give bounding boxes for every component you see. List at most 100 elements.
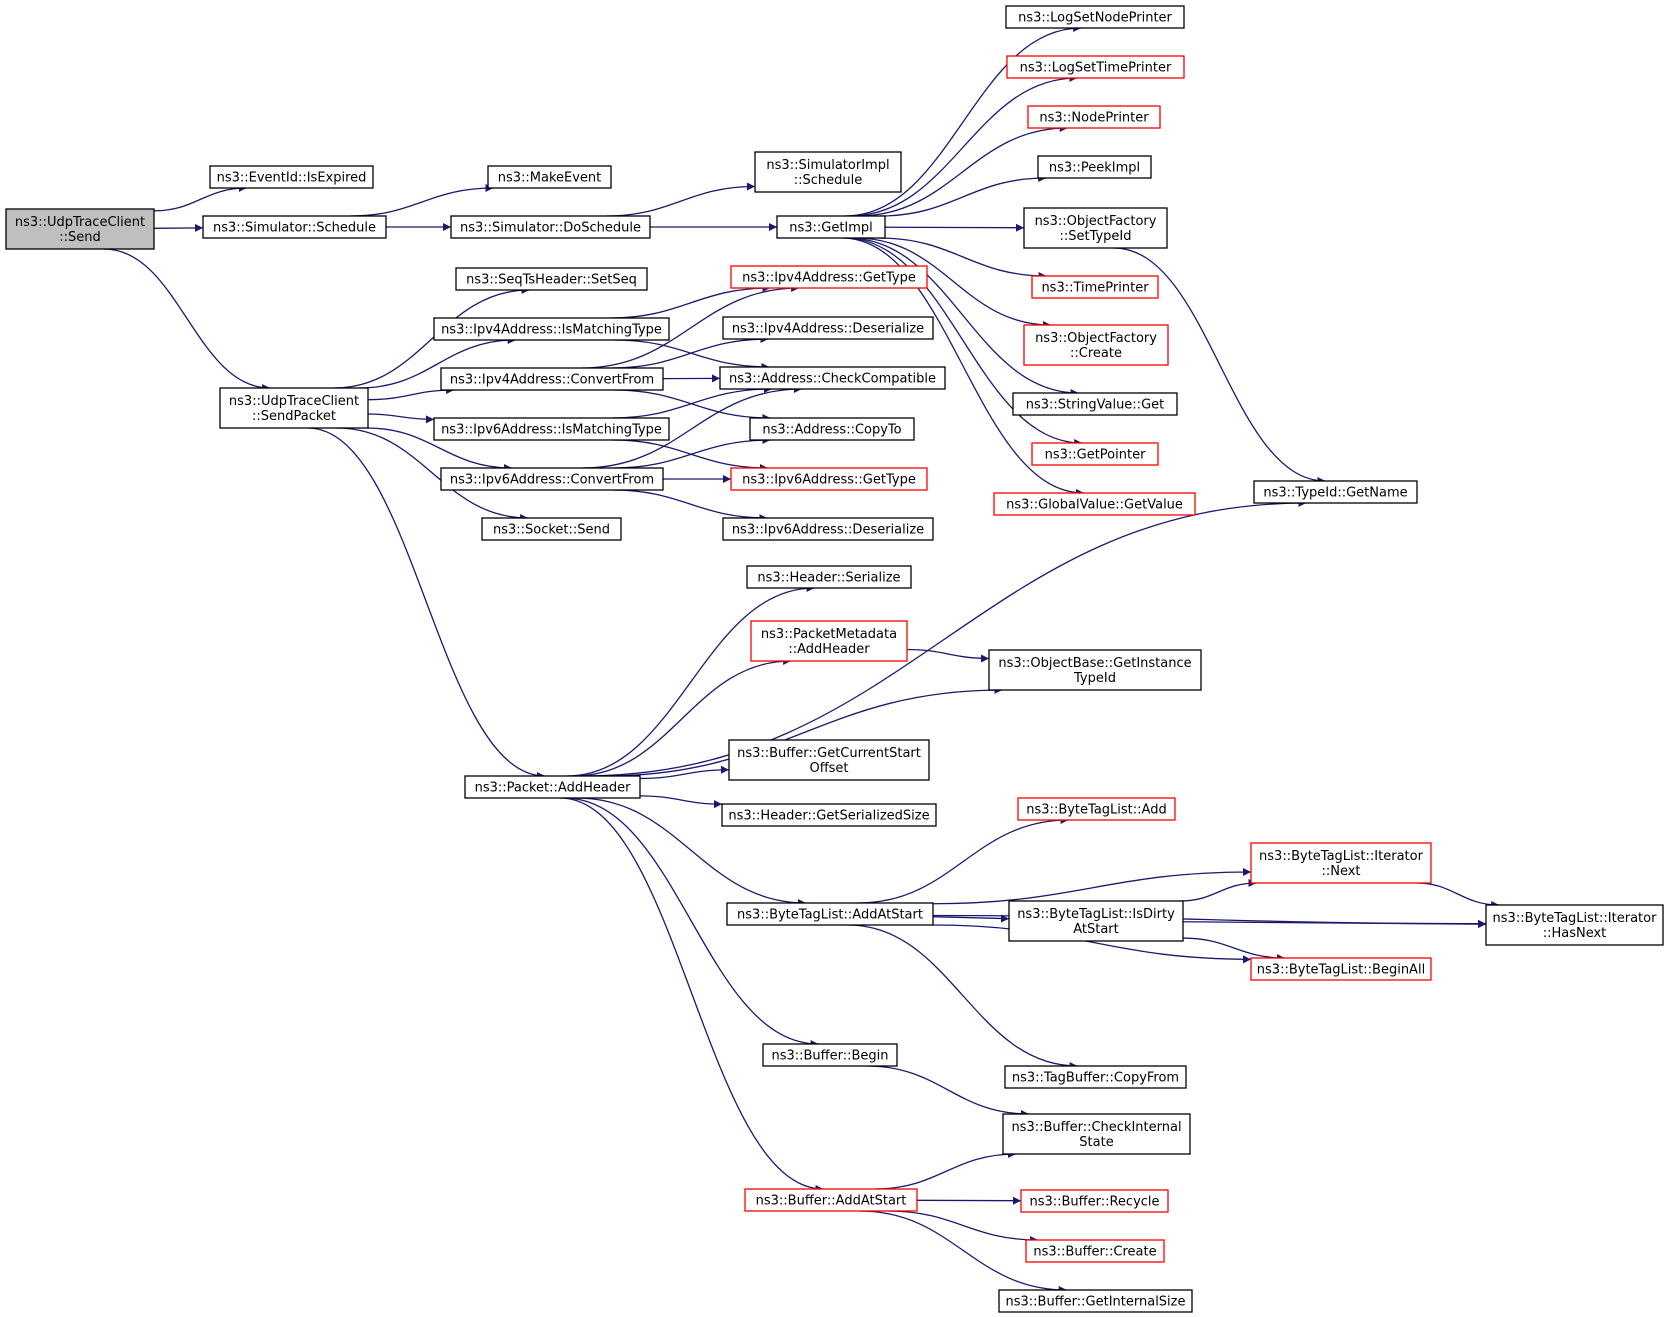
node-label: ns3::ObjectFactory — [1035, 331, 1157, 346]
edge-n31-to-n36 — [639, 795, 723, 809]
node-ns3-logsettimeprinter[interactable]: ns3::LogSetTimePrinter — [1006, 55, 1185, 79]
node-ns3-header-serialize[interactable]: ns3::Header::Serialize — [746, 565, 912, 589]
node-ns3-ipv4address-convertfrom[interactable]: ns3::Ipv4Address::ConvertFrom — [440, 367, 664, 391]
node-ns3-simulator-schedule[interactable]: ns3::Simulator::Schedule — [202, 215, 387, 239]
node-ns3-udptraceclient-send[interactable]: ns3::UdpTraceClient::Send — [5, 208, 155, 250]
node-ns3-simulator-doschedule[interactable]: ns3::Simulator::DoSchedule — [450, 215, 651, 239]
node-box — [730, 265, 928, 289]
node-ns3-address-copyto[interactable]: ns3::Address::CopyTo — [749, 417, 915, 441]
node-box — [762, 1043, 898, 1067]
edge-path — [932, 924, 1252, 964]
node-ns3-getimpl[interactable]: ns3::GetImpl — [776, 215, 886, 239]
node-ns3-ipv4address-gettype[interactable]: ns3::Ipv4Address::GetType — [730, 265, 928, 289]
node-ns3-udptraceclient-sendpacket[interactable]: ns3::UdpTraceClient::SendPacket — [219, 387, 369, 429]
node-ns3-tagbuffer-copyfrom[interactable]: ns3::TagBuffer::CopyFrom — [1004, 1065, 1187, 1089]
node-label: ns3::UdpTraceClient — [15, 215, 145, 230]
node-ns3-packetmetadata-addheader[interactable]: ns3::PacketMetadata::AddHeader — [750, 620, 908, 662]
edge-n7-to-n9 — [849, 74, 1078, 217]
node-ns3-makeevent[interactable]: ns3::MakeEvent — [487, 165, 612, 189]
edge-path — [887, 1210, 1039, 1244]
node-box — [719, 366, 946, 390]
node-ns3-ipv4address-ismatchingtype[interactable]: ns3::Ipv4Address::IsMatchingType — [433, 317, 670, 341]
node-label: ns3::ByteTagList::IsDirty — [1017, 907, 1175, 922]
edge-path — [359, 336, 516, 389]
node-label: ns3::ObjectBase::GetInstance — [998, 656, 1191, 671]
node-ns3-stringvalue-get[interactable]: ns3::StringValue::Get — [1012, 392, 1178, 416]
node-ns3-seqtsheader-setseq[interactable]: ns3::SeqTsHeader::SetSeq — [455, 267, 648, 291]
edge-n0-to-n1 — [153, 184, 247, 212]
node-ns3-ipv6address-convertfrom[interactable]: ns3::Ipv6Address::ConvertFrom — [440, 467, 664, 491]
node-label: ns3::PeekImpl — [1049, 161, 1140, 176]
node-label: ns3::PacketMetadata — [761, 627, 897, 642]
node-label: ns3::TagBuffer::CopyFrom — [1012, 1071, 1179, 1086]
node-ns3-objectfactory-create[interactable]: ns3::ObjectFactory::Create — [1023, 324, 1169, 366]
edge-n23-to-n30 — [612, 489, 768, 522]
node-ns3-buffer-addatstart[interactable]: ns3::Buffer::AddAtStart — [744, 1188, 918, 1212]
node-ns3-buffer-getinternalsize[interactable]: ns3::Buffer::GetInternalSize — [998, 1289, 1193, 1313]
node-ns3-ipv6address-ismatchingtype[interactable]: ns3::Ipv6Address::IsMatchingType — [433, 417, 670, 441]
node-label: ::HasNext — [1543, 926, 1607, 941]
node-ns3-packet-addheader[interactable]: ns3::Packet::AddHeader — [464, 775, 641, 799]
edge-n33-to-n34 — [906, 648, 990, 663]
node-ns3-header-getserializedsize[interactable]: ns3::Header::GetSerializedSize — [721, 803, 937, 827]
node-label: ns3::Ipv6Address::IsMatchingType — [441, 423, 662, 438]
node-ns3-buffer-begin[interactable]: ns3::Buffer::Begin — [762, 1043, 898, 1067]
node-ns3-peekimpl[interactable]: ns3::PeekImpl — [1037, 155, 1152, 179]
node-ns3-ipv4address-deserialize[interactable]: ns3::Ipv4Address::Deserialize — [722, 316, 934, 340]
node-ns3-buffer-create[interactable]: ns3::Buffer::Create — [1025, 1239, 1165, 1263]
node-box — [722, 517, 934, 541]
node-label: ns3::LogSetTimePrinter — [1020, 61, 1172, 76]
node-ns3-ipv6address-gettype[interactable]: ns3::Ipv6Address::GetType — [730, 467, 928, 491]
node-ns3-logsetnodeprinter[interactable]: ns3::LogSetNodePrinter — [1005, 5, 1185, 29]
edge-path — [1182, 920, 1487, 929]
node-label: ns3::UdpTraceClient — [229, 394, 359, 409]
node-label: ns3::Buffer::AddAtStart — [756, 1194, 907, 1209]
node-box — [1025, 1239, 1165, 1263]
node-ns3-nodeprinter[interactable]: ns3::NodePrinter — [1027, 105, 1161, 129]
node-ns3-ipv6address-deserialize[interactable]: ns3::Ipv6Address::Deserialize — [722, 517, 934, 541]
edge-n39-to-n41 — [1416, 882, 1500, 909]
edge-path — [849, 74, 1078, 217]
node-box — [433, 417, 670, 441]
edge-n7-to-n14 — [855, 237, 1052, 329]
node-label: ns3::Ipv6Address::Deserialize — [732, 523, 924, 538]
node-ns3-getpointer[interactable]: ns3::GetPointer — [1031, 442, 1159, 466]
node-ns3-timeprinter[interactable]: ns3::TimePrinter — [1031, 275, 1159, 299]
edge-n40-to-n39 — [1180, 879, 1257, 902]
edge-n23-to-n27 — [582, 385, 802, 469]
node-label: ns3::NodePrinter — [1039, 111, 1149, 126]
node-label: ns3::Ipv4Address::ConvertFrom — [450, 373, 654, 388]
node-box — [455, 267, 648, 291]
node-ns3-buffer-recycle[interactable]: ns3::Buffer::Recycle — [1020, 1189, 1169, 1213]
node-ns3-typeid-getname[interactable]: ns3::TypeId::GetName — [1253, 480, 1418, 504]
node-ns3-bytetaglist-add[interactable]: ns3::ByteTagList::Add — [1017, 797, 1176, 821]
node-ns3-socket-send[interactable]: ns3::Socket::Send — [481, 517, 622, 541]
edge-path — [350, 184, 494, 217]
edge-n31-to-n35 — [639, 765, 730, 780]
node-ns3-bytetaglist-iterator-next[interactable]: ns3::ByteTagList::Iterator::Next — [1250, 842, 1432, 884]
node-ns3-simulatorimpl-schedule[interactable]: ns3::SimulatorImpl::Schedule — [754, 151, 902, 193]
edge-n7-to-n10 — [857, 124, 1068, 217]
node-ns3-eventid-isexpired[interactable]: ns3::EventId::IsExpired — [209, 165, 374, 189]
edge-path — [613, 436, 771, 469]
node-ns3-address-checkcompatible[interactable]: ns3::Address::CheckCompatible — [719, 366, 946, 390]
edge-n31-to-n46 — [559, 797, 824, 1193]
node-ns3-objectfactory-settypeid[interactable]: ns3::ObjectFactory::SetTypeId — [1023, 207, 1168, 249]
node-label: ns3::Ipv6Address::ConvertFrom — [450, 473, 654, 488]
edge-path — [844, 24, 1082, 217]
node-box — [1002, 1113, 1191, 1155]
node-ns3-globalvalue-getvalue[interactable]: ns3::GlobalValue::GetValue — [993, 492, 1196, 516]
node-label: ns3::TypeId::GetName — [1263, 486, 1407, 501]
node-label: ns3::Ipv6Address::GetType — [742, 473, 916, 488]
node-ns3-bytetaglist-addatstart[interactable]: ns3::ByteTagList::AddAtStart — [726, 902, 934, 926]
node-box — [1485, 904, 1664, 946]
edge-n3-to-n24 — [336, 427, 529, 522]
node-box — [993, 492, 1196, 516]
edge-n44-to-n45 — [867, 1065, 1030, 1118]
node-ns3-bytetaglist-beginall[interactable]: ns3::ByteTagList::BeginAll — [1250, 957, 1432, 981]
node-ns3-bytetaglist-iterator-hasnext[interactable]: ns3::ByteTagList::Iterator::HasNext — [1485, 904, 1664, 946]
